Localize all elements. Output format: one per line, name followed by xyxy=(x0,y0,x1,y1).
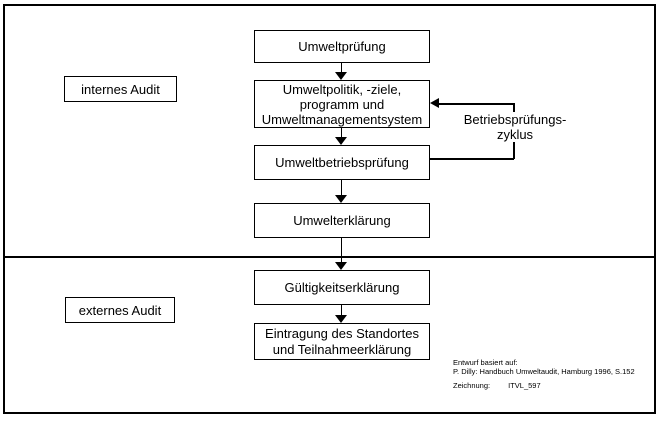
flow-box-label-line: Umweltmanagementsystem xyxy=(261,111,423,127)
flow-box-label-line: programm und xyxy=(299,96,385,112)
cycle-connector-top-line xyxy=(438,103,514,105)
arrowhead-down-icon xyxy=(335,315,347,323)
external-audit-label: externes Audit xyxy=(78,302,162,318)
arrowhead-down-icon xyxy=(335,262,347,270)
flow-box-label: Umweltprüfung xyxy=(298,39,386,54)
drawing-id: ITVL_597 xyxy=(508,381,541,390)
arrow-gueltigkeitserklaerung-to-eintragung xyxy=(335,305,348,323)
arrow-umwelterklaerung-to-gueltigkeitserklaerung xyxy=(335,238,348,270)
flow-box-umweltpruefung: Umweltprüfung xyxy=(254,30,430,63)
arrowhead-down-icon xyxy=(335,195,347,203)
flow-box-label: Umwelterklärung xyxy=(293,213,391,228)
external-audit-label-box: externes Audit xyxy=(65,297,175,323)
cycle-label-line1: Betriebsprüfungs- xyxy=(463,112,567,127)
flow-box-umweltpolitik: Umweltpolitik, -ziele, programm und Umwe… xyxy=(254,80,430,128)
cycle-label-line2: zyklus xyxy=(496,127,534,142)
section-divider-line xyxy=(3,256,656,258)
flow-box-label-line: und Teilnahmeerklärung xyxy=(272,341,412,357)
internal-audit-label: internes Audit xyxy=(81,81,160,97)
source-note: Entwurf basiert auf: P. Dilly: Handbuch … xyxy=(453,358,635,390)
arrow-umweltbetriebspruefung-to-umwelterklaerung xyxy=(335,180,348,203)
flow-box-gueltigkeitserklaerung: Gültigkeitserklärung xyxy=(254,270,430,305)
drawing-label: Zeichnung: xyxy=(453,381,491,390)
source-note-line1: Entwurf basiert auf: xyxy=(453,358,518,367)
flow-box-umwelterklaerung: Umwelterklärung xyxy=(254,203,430,238)
cycle-label: Betriebsprüfungs- zyklus xyxy=(455,112,575,142)
source-note-line3: Zeichnung: ITVL_597 xyxy=(453,381,635,390)
flow-box-umweltbetriebspruefung: Umweltbetriebsprüfung xyxy=(254,145,430,180)
internal-audit-label-box: internes Audit xyxy=(64,76,177,102)
flow-box-label: Gültigkeitserklärung xyxy=(284,280,400,295)
flow-box-label: Umweltbetriebsprüfung xyxy=(275,155,409,170)
arrow-umweltpruefung-to-umweltpolitik xyxy=(335,63,348,80)
arrowhead-down-icon xyxy=(335,137,347,145)
arrowhead-left-icon xyxy=(430,98,439,108)
cycle-connector-bottom-line xyxy=(430,158,514,160)
flow-box-eintragung: Eintragung des Standortes und Teilnahmee… xyxy=(254,323,430,360)
flow-box-label-line: Umweltpolitik, -ziele, xyxy=(282,81,402,97)
arrowhead-down-icon xyxy=(335,72,347,80)
flow-box-label-line: Eintragung des Standortes xyxy=(265,325,419,341)
source-note-line2: P. Dilly: Handbuch Umweltaudit, Hamburg … xyxy=(453,367,635,376)
arrow-umweltpolitik-to-umweltbetriebspruefung xyxy=(335,128,348,145)
